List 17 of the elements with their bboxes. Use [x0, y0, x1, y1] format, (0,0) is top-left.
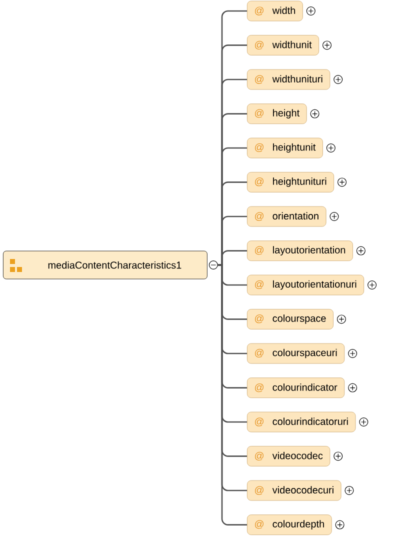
attribute-box: @ colourspace: [247, 309, 334, 330]
attribute-box: @ widthunit: [247, 35, 320, 56]
attribute-box: @ videocodec: [247, 446, 330, 466]
attribute-box: @ colourspaceuri: [247, 343, 345, 364]
attribute-box: @ colourdepth: [247, 514, 332, 535]
attribute-box: @ heightunit: [247, 138, 323, 158]
attribute-box: @ colourindicator: [247, 378, 345, 398]
attribute-box: @ heightunituri: [247, 172, 334, 192]
attribute-box: @ orientation: [247, 206, 326, 227]
attribute-box: @ width: [247, 0, 303, 22]
attribute-box: @ colourindicatoruri: [247, 412, 356, 432]
attribute-box: @ widthunituri: [247, 69, 330, 90]
attribute-box: @ videocodecuri: [247, 480, 342, 501]
attribute-box: @ height: [247, 104, 307, 124]
attribute-box: @ layoutorientation: [247, 240, 353, 261]
element-box: mediaContentCharacteristics1: [3, 250, 208, 280]
attribute-box: @ layoutorientationuri: [247, 274, 364, 296]
